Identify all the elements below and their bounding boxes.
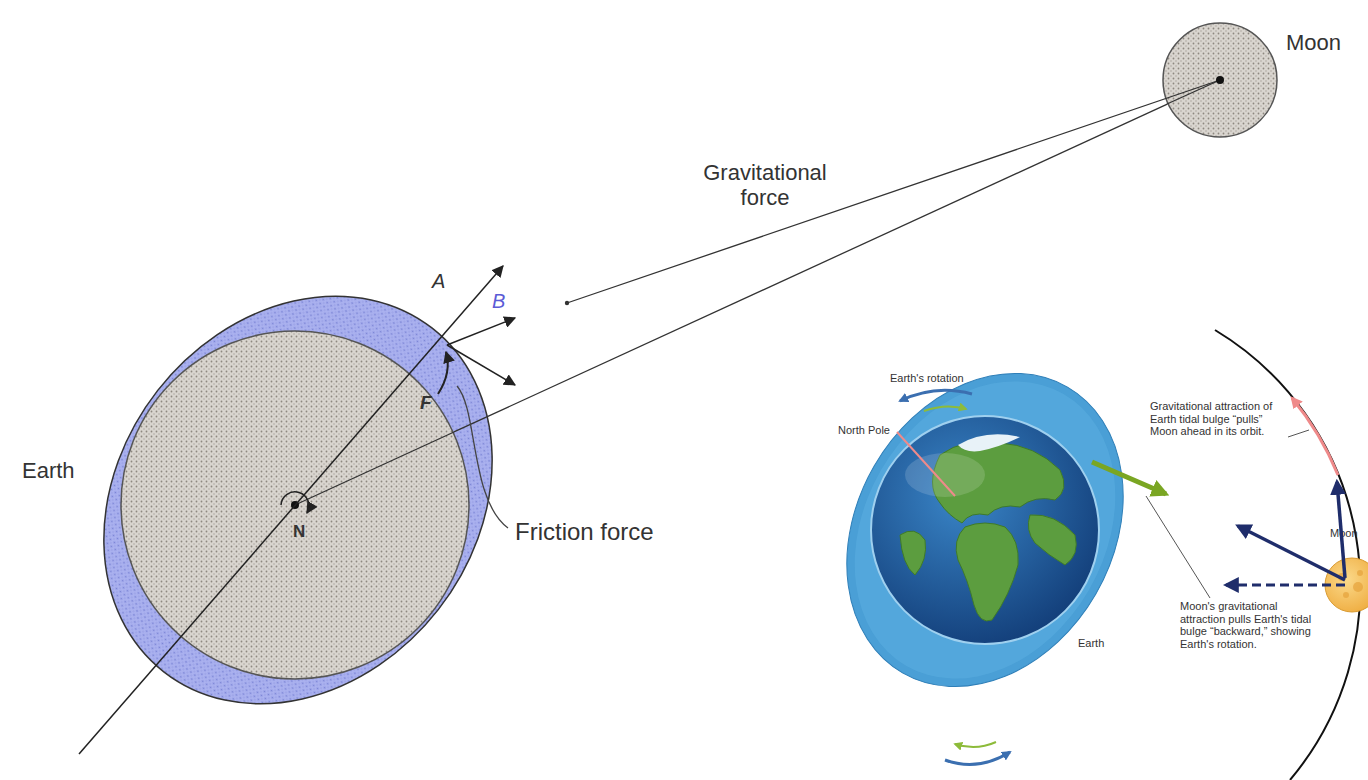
callout-letter: F (420, 392, 432, 414)
earth-node: Earth (120, 330, 470, 680)
moon-orbit (1215, 330, 1360, 780)
node-label: Earth (22, 458, 75, 483)
rotation-arrow (955, 742, 996, 747)
ice-cap (958, 434, 1020, 451)
orbit-pull-arrow (1292, 398, 1338, 475)
inset-panel (796, 330, 1368, 780)
moon-node: Moon (1324, 557, 1368, 613)
rotation-arrow (924, 406, 966, 411)
friction-arrow (438, 352, 448, 394)
force-line (567, 80, 1220, 303)
moon-velocity-arrow (1337, 482, 1345, 578)
continent (1028, 515, 1076, 565)
continent (900, 531, 926, 575)
moon-pull-arrow (1226, 584, 1345, 587)
moon-pull-arrow (1238, 526, 1345, 580)
rotation-arrow (945, 752, 1010, 765)
axis-arrow (79, 266, 503, 754)
annotation: Moon's gravitational attraction pulls Ea… (1180, 600, 1320, 651)
tangent-arrow (447, 345, 515, 385)
annotation: Earth's rotation (890, 372, 964, 385)
moon-outline (1325, 558, 1368, 612)
leader-line (1288, 430, 1309, 437)
node-label: Earth (1078, 637, 1104, 650)
tidal-bulge (24, 219, 573, 780)
force-line (454, 104, 1167, 432)
callout-letter: B (492, 290, 505, 313)
leader-line (457, 386, 508, 528)
inset-tidal-bulge (792, 323, 1179, 737)
moon-crater (1338, 573, 1346, 581)
node-shape (870, 415, 1100, 645)
force-line (295, 432, 454, 505)
continent (956, 523, 1018, 621)
moon-crater (1343, 592, 1349, 598)
earth-node: Earth (870, 415, 1100, 645)
node-shape (1324, 557, 1368, 613)
force-line (1167, 80, 1220, 104)
force-label: Gravitational force (690, 160, 840, 211)
annotation: Friction force (515, 518, 654, 546)
moon-outline (1163, 23, 1277, 137)
callout-letter: N (293, 522, 305, 542)
moon-node: Moon (1162, 22, 1278, 138)
inset-bulge-shade (803, 334, 1168, 726)
annotation: North Pole (838, 424, 890, 437)
line-dot (565, 301, 569, 305)
node-shape (1162, 22, 1278, 138)
globe-outline (871, 416, 1099, 644)
globe-highlight (905, 453, 985, 497)
leader-line (1146, 496, 1210, 598)
node-label: Moon (1330, 527, 1358, 540)
annotation: Gravitational attraction of Earth tidal … (1150, 400, 1285, 438)
force-arrow (447, 318, 515, 345)
node-label: Moon (1286, 30, 1341, 55)
earth-center (291, 501, 299, 509)
pole-leader (897, 432, 955, 496)
moon-center (1216, 76, 1224, 84)
earth-outline (121, 331, 469, 679)
rotation-arrow (900, 390, 972, 401)
rotation-arrow (281, 492, 309, 513)
moon-crater (1357, 570, 1363, 576)
bulge-pull-arrow (1092, 462, 1166, 494)
node-shape (120, 330, 470, 680)
callout-letter: A (432, 270, 445, 293)
moon-crater (1353, 582, 1363, 592)
